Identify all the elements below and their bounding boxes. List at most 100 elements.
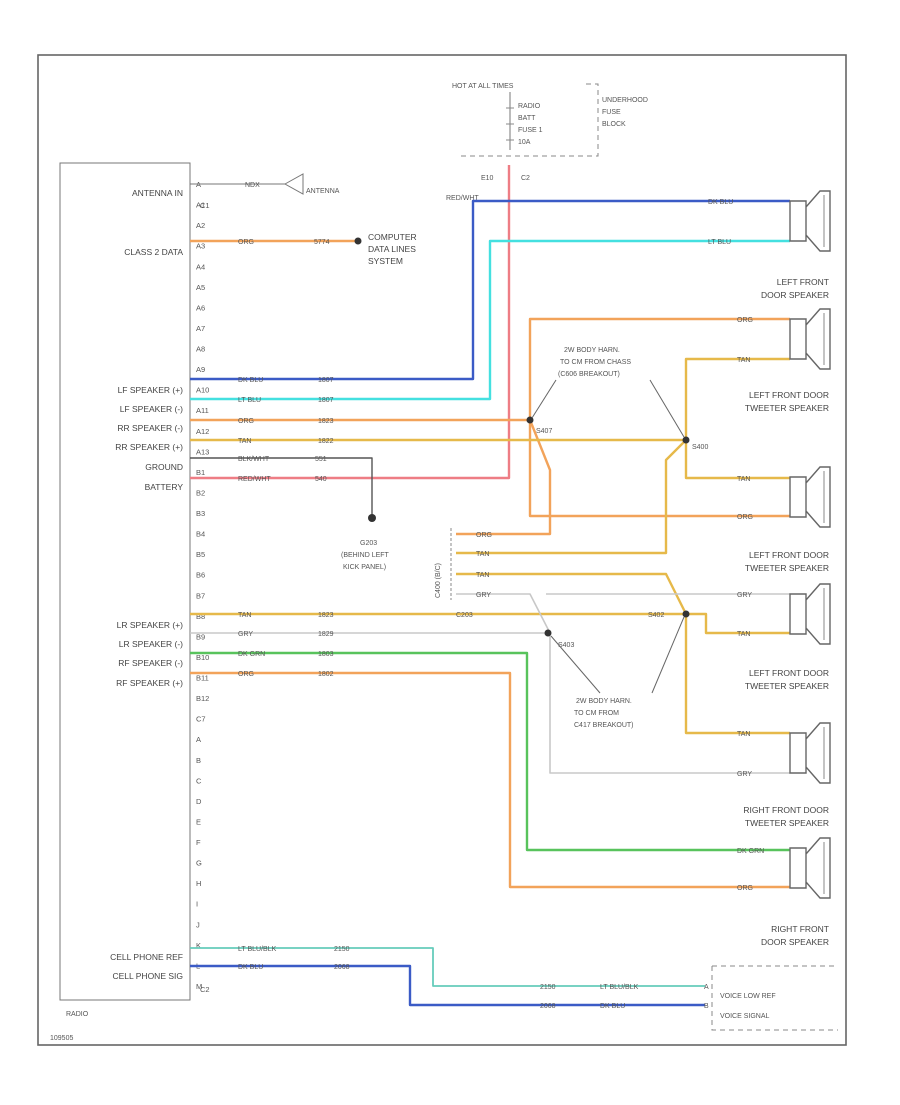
diagram-frame	[37, 54, 847, 1046]
radio-pin-label: B6	[196, 571, 205, 580]
fuse-name-3: FUSE 1	[518, 127, 543, 134]
comp-5-line-1: RIGHT FRONT DOOR	[743, 805, 829, 815]
speakers	[789, 190, 831, 899]
fuse-name-2: BATT	[518, 115, 536, 122]
label-rf-speaker-minus: RF SPEAKER (-)	[118, 658, 183, 668]
radio-pin-label: D	[196, 797, 202, 806]
lf-minus-color: LT BLU	[238, 397, 261, 404]
fuse-name-1: RADIO	[518, 103, 541, 110]
speaker-icon	[789, 190, 831, 252]
comp-2-line-2: TWEETER SPEAKER	[745, 403, 829, 413]
lf-minus-circuit: 1807	[318, 397, 334, 404]
speaker-icon	[789, 722, 831, 784]
right-wire-11: DK GRN	[737, 848, 764, 855]
radio-pin-label: B12	[196, 694, 209, 703]
label-cell-phone-ref: CELL PHONE REF	[110, 952, 183, 962]
lr-minus-circuit: 1829	[318, 631, 334, 638]
right-wire-7: GRY	[737, 592, 752, 599]
label-antenna-in: ANTENNA IN	[132, 188, 183, 198]
ground-line-1: (BEHIND LEFT	[341, 552, 390, 559]
computer-data-3: SYSTEM	[368, 256, 403, 266]
rf-minus-circuit: 1803	[318, 651, 334, 658]
splice-s407: S407	[536, 428, 552, 435]
label-lr-speaker-minus: LR SPEAKER (-)	[119, 639, 183, 649]
label-class2-data: CLASS 2 DATA	[124, 247, 183, 257]
cell-mod-wire-2-circuit: 2068	[540, 1003, 556, 1010]
radio-pin-label: M	[196, 982, 202, 991]
cell-sig-circuit: 2068	[334, 964, 350, 971]
label-lf-speaker-minus: LF SPEAKER (-)	[120, 404, 183, 414]
label-lr-speaker-plus: LR SPEAKER (+)	[117, 620, 184, 630]
radio-pin-label: K	[196, 941, 201, 950]
antenna-label: ANTENNA	[306, 188, 340, 195]
radio-pin-label: B2	[196, 488, 205, 497]
radio-pin-label: B	[196, 756, 201, 765]
note-1-line-3: (C606 BREAKOUT)	[558, 371, 620, 378]
computer-data-2: DATA LINES	[368, 244, 416, 254]
comp-3-line-2: TWEETER SPEAKER	[745, 563, 829, 573]
note-2-line-1: 2W BODY HARN.	[576, 698, 632, 705]
radio-pin-label: J	[196, 920, 200, 929]
radio-pin-label: B4	[196, 530, 205, 539]
cell-ref-circuit: 2150	[334, 946, 350, 953]
radio-pin-label: A8	[196, 345, 205, 354]
rr-plus-circuit: 1822	[318, 438, 334, 445]
right-wire-2: LT BLU	[708, 239, 731, 246]
fuse-conn-e10: E10	[481, 175, 494, 182]
gnd-color: BLK/WHT	[238, 456, 270, 463]
lf-plus-color: DK BLU	[238, 377, 263, 384]
radio-pin-label: A13	[196, 447, 209, 456]
radio-pin-label: C7	[196, 715, 206, 724]
rf-plus-color: ORG	[238, 671, 254, 678]
cell-mod-wire-2-color: DK BLU	[600, 1003, 625, 1010]
radio-pin-label: I	[196, 900, 198, 909]
label-rf-speaker-plus: RF SPEAKER (+)	[116, 678, 183, 688]
right-wire-4: TAN	[737, 357, 750, 364]
comp-5-line-2: TWEETER SPEAKER	[745, 818, 829, 828]
speaker-icon	[789, 837, 831, 899]
comp-1-line-1: LEFT FRONT	[777, 277, 829, 287]
wire-paths	[190, 165, 790, 1007]
mid-wire-2: TAN	[476, 551, 489, 558]
cell-mod-wire-1-circuit: 2150	[540, 984, 556, 991]
radio-pin-label: B11	[196, 674, 209, 683]
ground-line-2: KICK PANEL)	[343, 564, 386, 571]
fuse-block-3: BLOCK	[602, 121, 626, 128]
radio-box	[59, 162, 191, 1001]
component-labels: LEFT FRONT DOOR SPEAKER LEFT FRONT DOOR …	[743, 277, 829, 947]
label-lf-speaker-plus: LF SPEAKER (+)	[118, 385, 184, 395]
cell-module-pin-b: B	[704, 1003, 709, 1010]
comp-4-line-1: LEFT FRONT DOOR	[749, 668, 829, 678]
radio-pin-label: B7	[196, 591, 205, 600]
lr-minus-color: GRY	[238, 631, 253, 638]
rr-plus-color: TAN	[238, 438, 251, 445]
antenna-wire: NDX	[245, 182, 260, 189]
radio-pin-label: B1	[196, 468, 205, 477]
splice-s402: S402	[648, 612, 664, 619]
note-1-line-2: TO CM FROM CHASS	[560, 359, 631, 366]
radio-pin-label: B8	[196, 612, 205, 621]
label-ground: GROUND	[145, 462, 183, 472]
splice-s400: S400	[692, 444, 708, 451]
splice-dots	[354, 237, 690, 637]
lr-plus-color: TAN	[238, 612, 251, 619]
label-cell-phone-sig: CELL PHONE SIG	[112, 971, 183, 981]
comp-6-line-2: DOOR SPEAKER	[761, 937, 829, 947]
mid-connector-label: C400 (B/C)	[435, 563, 442, 598]
radio-connector-c1: C1	[200, 201, 210, 210]
right-wire-6: ORG	[737, 514, 753, 521]
speaker-icon	[789, 308, 831, 370]
radio-pin-label: A6	[196, 303, 205, 312]
rf-minus-color: DK GRN	[238, 651, 265, 658]
radio-wire-labels: ORG 5774 DK BLU 1807 LT BLU 1807 ORG 182…	[238, 239, 350, 971]
radio-pin-label: B9	[196, 632, 205, 641]
note-2: 2W BODY HARN. TO CM FROM C417 BREAKOUT)	[550, 616, 685, 729]
speaker-icon	[789, 583, 831, 645]
label-rr-speaker-plus: RR SPEAKER (+)	[115, 442, 183, 452]
radio-pin-label: H	[196, 879, 201, 888]
radio-pin-label: A4	[196, 262, 205, 271]
rf-plus-circuit: 1802	[318, 671, 334, 678]
radio-pin-label: A2	[196, 221, 205, 230]
radio-pin-labels: AA1A2A3A4A5A6A7A8A9A10A11A12A13B1B2B3B4B…	[196, 180, 209, 991]
